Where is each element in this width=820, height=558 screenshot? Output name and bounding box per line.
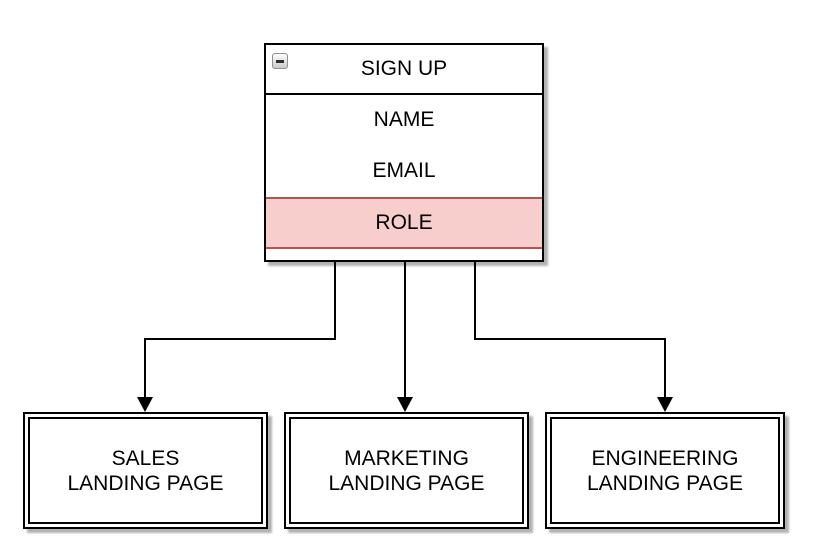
- connector-line: [144, 338, 146, 398]
- connector-line: [664, 338, 666, 398]
- page-label-line1: SALES: [111, 446, 180, 470]
- field-row-email[interactable]: EMAIL: [266, 145, 542, 197]
- page-label-line1: ENGINEERING: [591, 446, 739, 470]
- page-label-line2: LANDING PAGE: [587, 471, 743, 495]
- arrowhead-down-icon: [137, 397, 153, 412]
- page-label-line1: MARKETING: [344, 446, 469, 470]
- field-label-name: NAME: [373, 108, 435, 131]
- marketing-landing-page-node[interactable]: MARKETING LANDING PAGE: [284, 412, 529, 529]
- arrowhead-down-icon: [657, 397, 673, 412]
- field-row-name[interactable]: NAME: [266, 95, 542, 145]
- field-row-role[interactable]: ROLE: [266, 197, 542, 249]
- page-label-line2: LANDING PAGE: [328, 471, 485, 495]
- engineering-landing-page-inner: ENGINEERING LANDING PAGE: [550, 417, 780, 524]
- connector-line: [474, 338, 666, 340]
- signup-table[interactable]: SIGN UP NAME EMAIL ROLE: [264, 43, 544, 262]
- minus-icon: [276, 59, 284, 63]
- marketing-landing-page-inner: MARKETING LANDING PAGE: [289, 417, 524, 524]
- signup-table-header: SIGN UP: [266, 45, 542, 95]
- collapse-button[interactable]: [272, 53, 288, 69]
- connector-line: [334, 262, 336, 340]
- page-label-line2: LANDING PAGE: [67, 471, 224, 495]
- sales-landing-page-node[interactable]: SALES LANDING PAGE: [23, 412, 268, 529]
- arrowhead-down-icon: [397, 397, 413, 412]
- field-label-email: EMAIL: [372, 159, 436, 182]
- connector-line: [474, 262, 476, 340]
- connector-line: [144, 338, 336, 340]
- signup-title: SIGN UP: [360, 57, 448, 80]
- field-label-role: ROLE: [375, 211, 433, 234]
- engineering-landing-page-node[interactable]: ENGINEERING LANDING PAGE: [545, 412, 785, 529]
- connector-line: [404, 262, 406, 398]
- sales-landing-page-inner: SALES LANDING PAGE: [28, 417, 263, 524]
